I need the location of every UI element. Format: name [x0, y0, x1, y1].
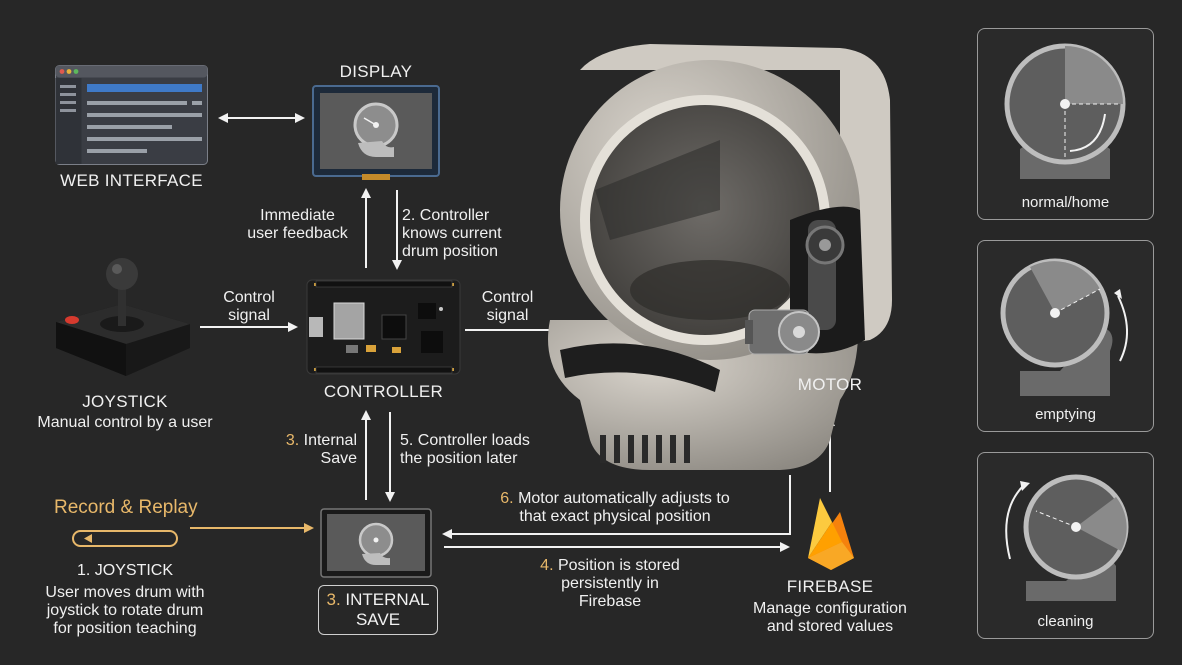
browser-window-icon — [55, 65, 208, 165]
step1-title-text: JOYSTICK — [94, 562, 174, 579]
litter-robot-illustration — [548, 44, 892, 470]
display-screen-icon — [312, 85, 440, 180]
step3-text: Internal Save — [303, 432, 357, 467]
step6-label: 6. Motor automatically adjusts to that e… — [480, 490, 750, 526]
joystick-title: JOYSTICK — [82, 392, 168, 411]
step1-title: 1. JOYSTICK — [30, 562, 220, 580]
joystick-description: Manual control by a user — [37, 414, 213, 431]
arrow-firebase-save — [442, 475, 791, 539]
step4-number: 4. — [540, 557, 554, 574]
drum-home-icon — [1004, 43, 1126, 179]
panel-normal-home: normal/home — [977, 28, 1154, 220]
firebase-description: Manage configuration and stored values — [753, 600, 907, 635]
panel-cleaning: cleaning — [977, 452, 1154, 639]
control-signal-right-label: Control signal — [481, 289, 534, 324]
step3-number: 3. — [285, 432, 300, 449]
record-replay-loop-icon — [72, 530, 178, 547]
internal-save-text: INTERNAL SAVE — [345, 590, 430, 629]
internal-save-screen-icon — [320, 508, 432, 578]
controller-label: CONTROLLER — [323, 382, 444, 401]
control-signal-left-label: Control signal — [223, 289, 275, 324]
internal-save-box: 3. INTERNAL SAVE — [318, 585, 438, 635]
drum-emptying-icon — [1000, 258, 1129, 396]
step6-text: Motor automatically adjusts to that exac… — [518, 490, 730, 525]
panel-emptying: emptying — [977, 240, 1154, 432]
step6-number: 6. — [500, 490, 514, 507]
internal-save-number: 3. — [326, 590, 341, 609]
record-replay-label: Record & Replay — [54, 497, 198, 518]
firebase-title: FIREBASE — [786, 577, 874, 596]
web-interface-label: WEB INTERFACE — [60, 171, 203, 190]
motor-icon — [745, 309, 820, 355]
panel-normal-home-caption: normal/home — [1021, 194, 1110, 211]
drum-cleaning-icon — [1005, 474, 1129, 601]
panel-emptying-caption: emptying — [1035, 406, 1096, 423]
immediate-feedback-label: Immediate user feedback — [247, 207, 348, 242]
display-label: DISPLAY — [339, 62, 413, 81]
controller-board-icon — [306, 279, 461, 375]
step2-label: 2. Controller knows current drum positio… — [402, 207, 502, 260]
step1-description: User moves drum with joystick to rotate … — [45, 584, 205, 637]
step3-label: 3. Internal Save — [262, 432, 357, 468]
motor-label: MOTOR — [797, 375, 863, 394]
joystick-icon — [56, 258, 190, 376]
step1-number: 1. — [76, 562, 91, 579]
step5-label: 5. Controller loads the position later — [400, 432, 530, 467]
step4-text: Position is stored persistently in Fireb… — [557, 557, 680, 610]
firebase-flame-icon — [808, 498, 854, 570]
step4-label: 4. Position is stored persistently in Fi… — [520, 557, 700, 611]
panel-cleaning-caption: cleaning — [1037, 613, 1094, 630]
